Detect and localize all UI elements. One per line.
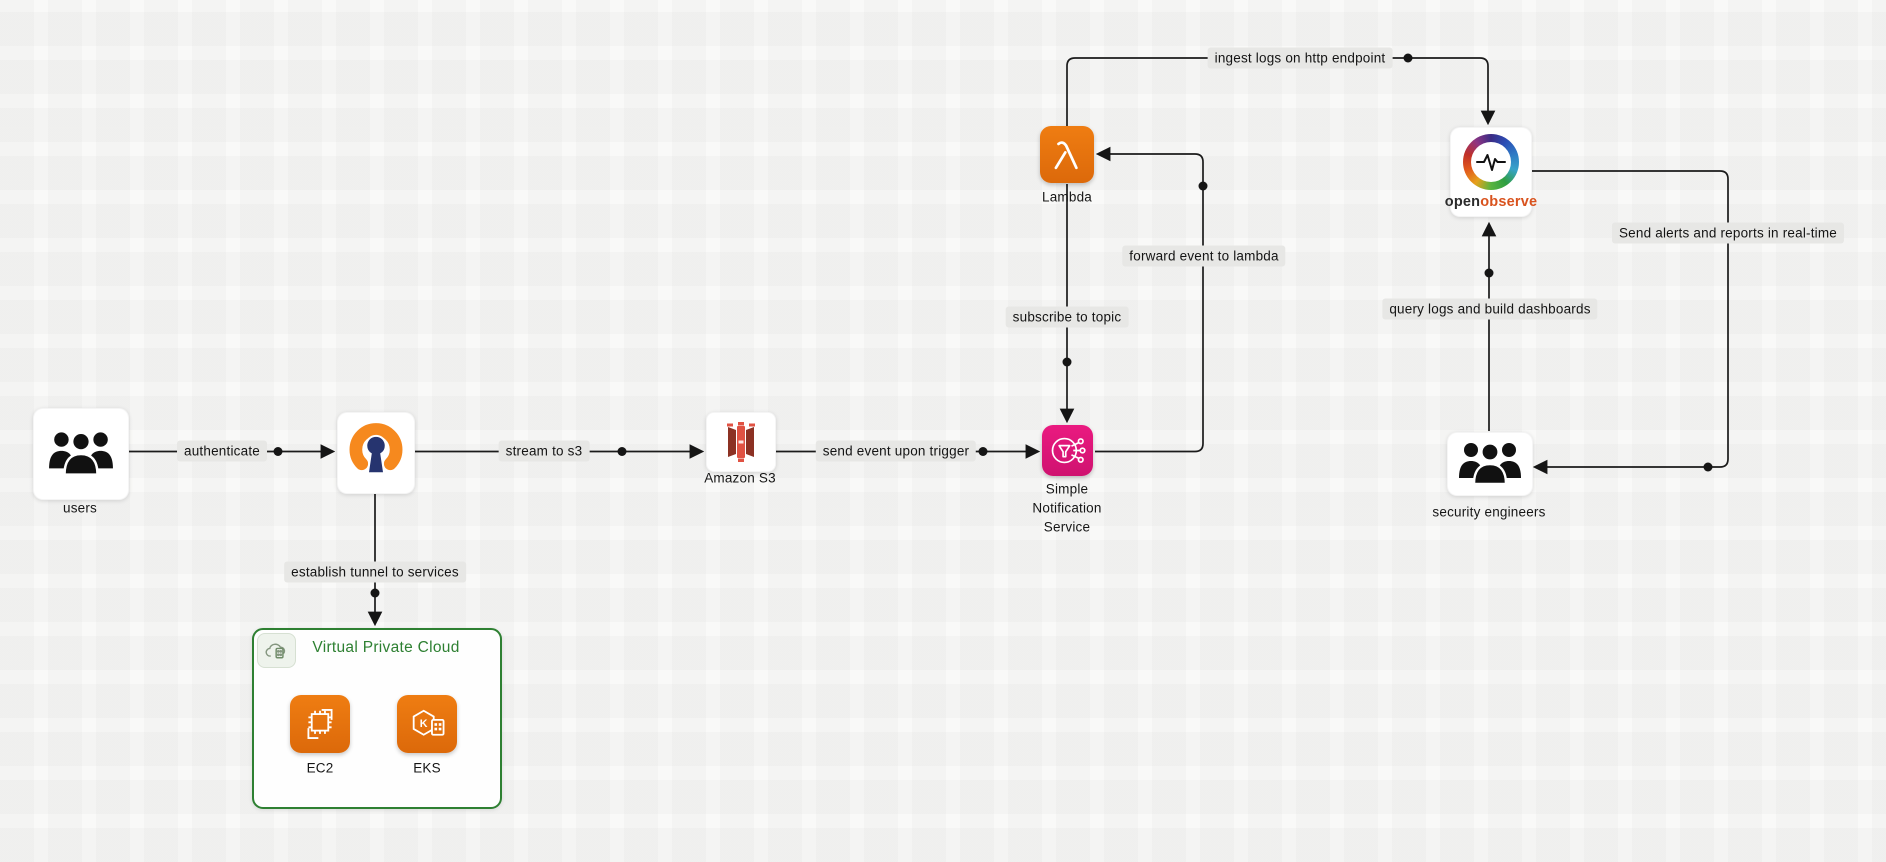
edge-openobserve-security (1532, 170, 1729, 475)
edge-label-send-alerts[interactable]: Send alerts and reports in real-time (1611, 222, 1845, 244)
vpc-title: Virtual Private Cloud (312, 639, 460, 656)
sns-icon (1051, 437, 1086, 464)
vpc-header-icon-box (257, 633, 296, 668)
lambda-icon (1054, 140, 1078, 169)
edge-dot (617, 447, 627, 456)
node-users[interactable] (33, 408, 129, 500)
openobserve-logo-icon (1463, 134, 1519, 190)
private-cloud-icon (264, 643, 285, 658)
edge-dot (1062, 357, 1072, 367)
node-label-sns: Simple Notification Service (1032, 481, 1102, 535)
node-label-security-engineers: security engineers (1432, 504, 1546, 520)
edge-label-authenticate[interactable]: authenticate (177, 440, 267, 462)
node-label-users: users (62, 500, 98, 516)
edge-label-send-event-upon-trigger[interactable]: send event upon trigger (815, 440, 977, 462)
svg-text:K: K (420, 718, 428, 730)
ec2-icon (307, 709, 333, 739)
node-label-ec2: EC2 (306, 760, 334, 776)
edge-dot (1703, 462, 1713, 472)
edge-dot (1403, 53, 1413, 63)
eks-icon: K (412, 709, 445, 736)
openvpn-icon (349, 423, 403, 475)
node-eks[interactable]: K (397, 695, 457, 753)
openobserve-wordmark: openobserve (1444, 194, 1538, 210)
node-openobserve[interactable]: openobserve (1445, 127, 1537, 217)
edge-dot (273, 447, 283, 456)
edge-label-establish-tunnel[interactable]: establish tunnel to services (284, 561, 466, 583)
node-label-eks: EKS (413, 760, 441, 776)
node-label-amazon-s3: Amazon S3 (704, 470, 776, 486)
edge-dot (1198, 181, 1208, 191)
edge-sns-lambda (1095, 146, 1204, 453)
edge-dot (978, 447, 988, 456)
node-security-engineers[interactable] (1447, 432, 1533, 496)
amazon-s3-icon (727, 422, 755, 462)
edge-dot (370, 588, 380, 598)
edge-label-forward-event-to-lambda[interactable]: forward event to lambda (1122, 245, 1286, 267)
user-group-icon (1459, 442, 1521, 486)
node-label-lambda: Lambda (1042, 189, 1092, 205)
node-openvpn[interactable] (337, 412, 415, 494)
edge-dot (1484, 268, 1494, 278)
edge-label-stream-to-s3[interactable]: stream to s3 (498, 440, 590, 462)
edge-label-subscribe-to-topic[interactable]: subscribe to topic (1005, 306, 1129, 328)
heartbeat-icon (1476, 154, 1506, 171)
node-lambda[interactable] (1040, 126, 1094, 183)
node-ec2[interactable] (290, 695, 350, 753)
user-group-icon (49, 431, 113, 476)
edge-label-query-logs[interactable]: query logs and build dashboards (1382, 298, 1598, 320)
node-sns[interactable] (1042, 425, 1093, 476)
edge-label-ingest-logs[interactable]: ingest logs on http endpoint (1207, 47, 1393, 69)
node-amazon-s3[interactable] (706, 412, 776, 472)
